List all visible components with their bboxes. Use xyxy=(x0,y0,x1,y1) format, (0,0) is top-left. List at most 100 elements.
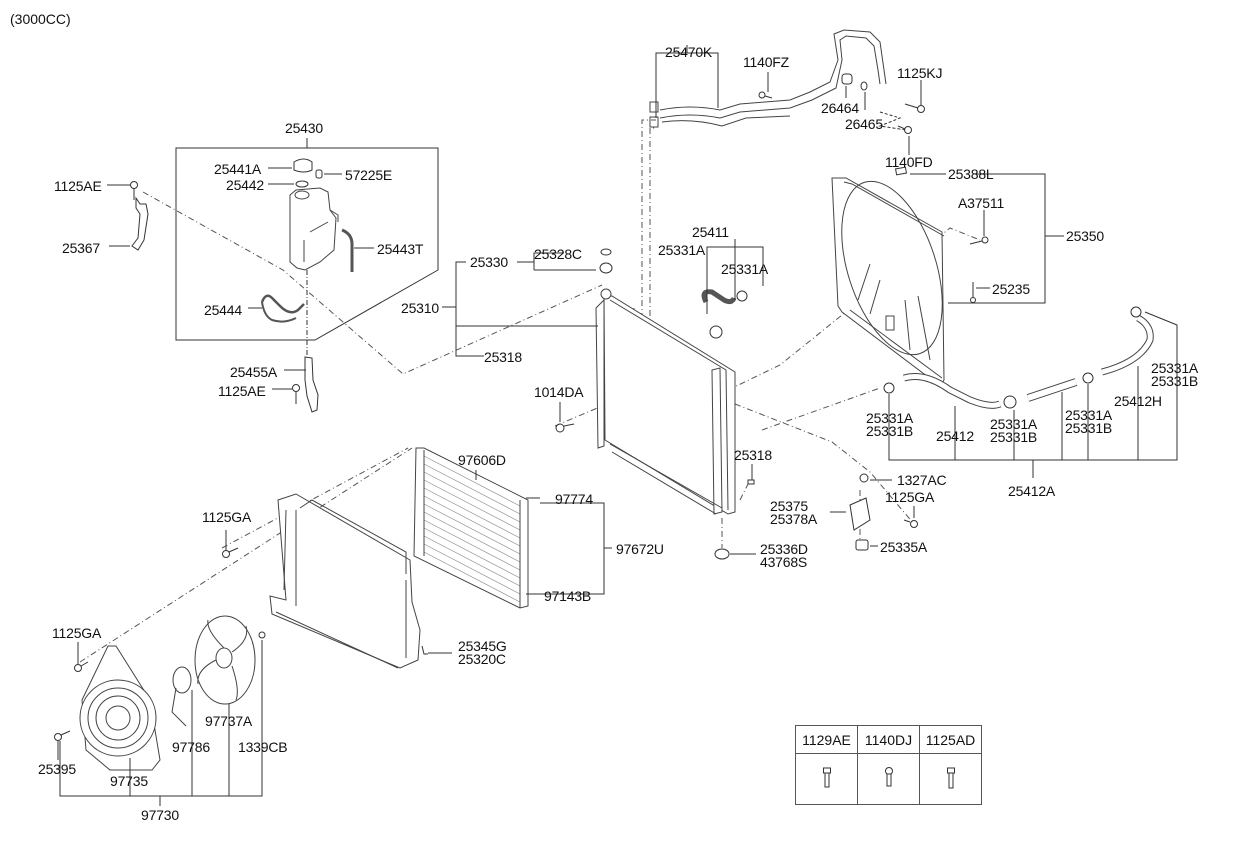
part-label-1327AC[interactable]: 1327AC xyxy=(897,472,947,488)
part-label-25395[interactable]: 25395 xyxy=(38,761,76,777)
fastener-header-1125AD[interactable]: 1125AD xyxy=(919,725,982,754)
part-label-25412A[interactable]: 25412A xyxy=(1008,483,1056,499)
bolt-1140FZ xyxy=(758,91,773,99)
part-label-26464[interactable]: 26464 xyxy=(821,100,859,116)
fan-blade-97737A xyxy=(194,615,256,705)
part-label-1014DA[interactable]: 1014DA xyxy=(534,384,584,400)
part-label-25318-left[interactable]: 25318 xyxy=(484,349,522,365)
part-label-25328C[interactable]: 25328C xyxy=(534,246,582,262)
part-label-97735[interactable]: 97735 xyxy=(110,773,148,789)
fan-motor-97786 xyxy=(171,666,192,727)
part-label-25331B: 25331B xyxy=(1065,420,1113,436)
part-label-25235[interactable]: 25235 xyxy=(992,281,1030,297)
fastener-cell-1140DJ xyxy=(857,753,920,805)
part-label-1140FZ[interactable]: 1140FZ xyxy=(743,54,790,70)
part-label-97143B[interactable]: 97143B xyxy=(544,588,592,604)
radiator-cap-seal xyxy=(600,248,612,256)
part-label-25310[interactable]: 25310 xyxy=(401,300,439,316)
bracket-25455A xyxy=(304,356,319,413)
part-label-25444[interactable]: 25444 xyxy=(204,302,242,318)
part-label-25335A[interactable]: 25335A xyxy=(880,539,928,555)
part-label-25331A-right[interactable]: 25331A xyxy=(721,261,769,277)
part-label-97737A[interactable]: 97737A xyxy=(205,713,253,729)
part-label-1125GA-mid[interactable]: 1125GA xyxy=(202,509,252,525)
bolt-1125GA-right xyxy=(903,519,918,528)
part-label-25331B: 25331B xyxy=(990,429,1038,445)
part-label-1125AE-bottom[interactable]: 1125AE xyxy=(218,383,266,399)
radiator-support xyxy=(269,493,421,669)
radiator xyxy=(595,288,736,515)
part-label-25345G-25320C[interactable]: 25345G 25320C xyxy=(458,638,507,667)
part-label-25375: 25375 xyxy=(770,498,808,514)
fastener-table: 1129AE 1140DJ 1125AD xyxy=(795,725,982,805)
part-label-25331A-25331B-3[interactable]: 25331A 25331B xyxy=(1065,407,1113,436)
clamp-25331A-upper-r xyxy=(736,290,748,302)
diagram-title: (3000CC) xyxy=(10,11,71,27)
part-label-1125GA-right[interactable]: 1125GA xyxy=(885,489,935,505)
part-label-25336D: 25336D xyxy=(760,541,808,557)
part-label-25350[interactable]: 25350 xyxy=(1066,228,1104,244)
fastener-cell-1125AD xyxy=(919,753,982,805)
condenser xyxy=(413,447,529,609)
part-label-25375-25378A[interactable]: 25375 25378A xyxy=(770,498,817,526)
part-label-25331A-left[interactable]: 25331A xyxy=(658,242,706,258)
oring-26465 xyxy=(860,81,868,91)
part-label-57225E[interactable]: 57225E xyxy=(345,167,393,183)
part-label-97786[interactable]: 97786 xyxy=(172,739,210,755)
part-label-25331A: 25331A xyxy=(990,416,1038,432)
part-label-25412H[interactable]: 25412H xyxy=(1114,393,1162,409)
bolt-1125KJ xyxy=(904,103,925,113)
fan-shroud-97735 xyxy=(79,645,161,771)
clamp-4 xyxy=(1130,306,1142,318)
part-label-25470K[interactable]: 25470K xyxy=(665,44,713,60)
part-label-25367[interactable]: 25367 xyxy=(62,240,100,256)
bolt-A37511 xyxy=(969,236,989,245)
part-label-25331B: 25331B xyxy=(1151,373,1199,389)
part-label-25345G: 25345G xyxy=(458,638,507,654)
fitting-26464 xyxy=(841,73,853,85)
part-label-25331A-25331B-4[interactable]: 25331A 25331B xyxy=(1151,361,1199,389)
part-label-1125AE-top[interactable]: 1125AE xyxy=(54,178,102,194)
clamp-3 xyxy=(1082,372,1094,384)
part-label-25430[interactable]: 25430 xyxy=(285,120,323,136)
radiator-cap xyxy=(599,262,613,274)
part-label-25441A[interactable]: 25441A xyxy=(214,161,262,177)
part-label-25442[interactable]: 25442 xyxy=(226,177,264,193)
part-label-25336D-43768S[interactable]: 25336D 43768S xyxy=(760,541,808,570)
part-label-25411[interactable]: 25411 xyxy=(692,224,729,240)
bolt-25235 xyxy=(970,282,976,303)
part-label-25455A[interactable]: 25455A xyxy=(230,364,278,380)
part-label-97672U[interactable]: 97672U xyxy=(616,541,664,557)
part-label-25318-right[interactable]: 25318 xyxy=(734,447,772,463)
part-label-25331A-25331B-1[interactable]: 25331A 25331B xyxy=(866,411,913,438)
part-label-25331A: 25331A xyxy=(1065,407,1113,423)
part-label-97606D[interactable]: 97606D xyxy=(458,452,506,468)
cap-57225E xyxy=(315,169,323,179)
reservoir-cap xyxy=(293,158,313,173)
bolt-1125GA-fan xyxy=(74,661,89,672)
part-label-1140FD[interactable]: 1140FD xyxy=(885,154,933,170)
part-label-97730[interactable]: 97730 xyxy=(141,807,179,823)
part-label-25320C: 25320C xyxy=(458,651,506,667)
part-label-26465[interactable]: 26465 xyxy=(845,116,883,132)
part-label-25330[interactable]: 25330 xyxy=(470,254,508,270)
part-label-1339CB[interactable]: 1339CB xyxy=(238,739,288,755)
fastener-header-1129AE[interactable]: 1129AE xyxy=(795,725,858,754)
part-label-25388L[interactable]: 25388L xyxy=(948,166,994,182)
overflow-hose xyxy=(341,228,354,272)
oil-cooler-lines xyxy=(649,29,887,128)
part-label-25443T[interactable]: 25443T xyxy=(377,241,424,257)
nut-1339CB xyxy=(258,631,266,639)
fastener-header-1140DJ[interactable]: 1140DJ xyxy=(857,725,920,754)
part-label-1125GA-fan[interactable]: 1125GA xyxy=(52,625,102,641)
mount-bracket xyxy=(849,497,871,531)
part-label-1125KJ[interactable]: 1125KJ xyxy=(897,65,943,81)
bolt-25395 xyxy=(54,730,71,741)
part-label-25331A-25331B-2[interactable]: 25331A 25331B xyxy=(990,416,1038,445)
part-label-43768S: 43768S xyxy=(760,554,808,570)
part-label-25412[interactable]: 25412 xyxy=(936,428,974,444)
bolt-1125GA-mid xyxy=(222,547,239,558)
part-label-97774[interactable]: 97774 xyxy=(555,491,593,507)
part-label-A37511[interactable]: A37511 xyxy=(958,195,1005,211)
